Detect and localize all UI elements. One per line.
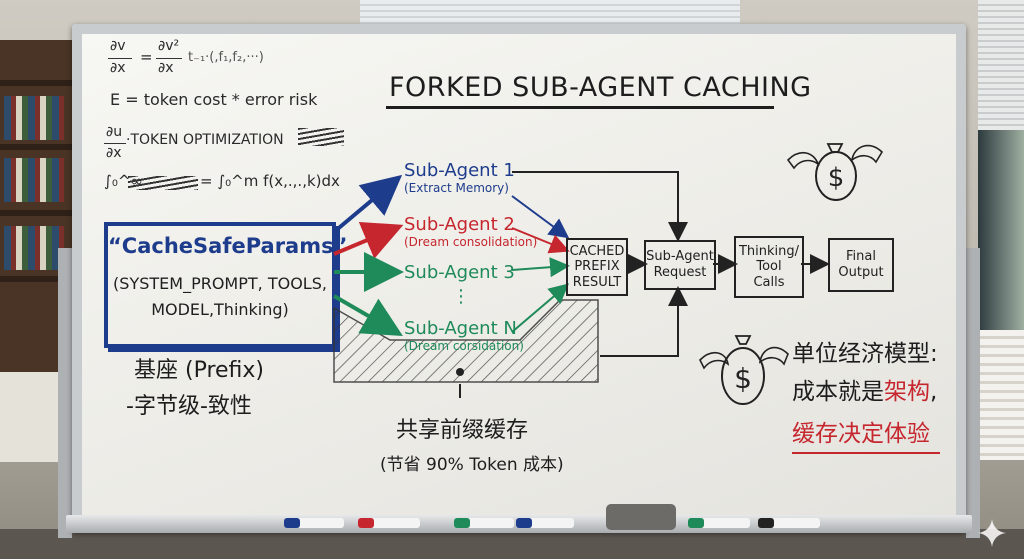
cached-line3: RESULT [572,274,622,290]
request-line2: Request [653,265,707,280]
sub-agent-1-desc: (Extract Memory) [404,181,509,195]
unit-econ-line3: 缓存决定体验 [792,421,930,447]
whiteboard-surface [82,34,956,520]
scribble-mark [298,128,344,146]
sub-agent-n-desc: (Dream corsidation) [404,339,524,353]
thinking-line3: Calls [753,274,785,290]
final-line1: Final [846,249,876,265]
whiteboard-eraser[interactable] [606,504,676,530]
formula-1-right-den: ∂x [158,60,174,76]
formula-4-mid: = ∫₀^m f(x,.,.,k)dx [200,172,340,190]
unit-econ-line2-c: , [930,379,938,405]
dollar-sign: $ [734,362,752,395]
paper-stack [978,330,1024,460]
floor [0,529,1024,559]
formula-3-tail: ·TOKEN OPTIMIZATION [126,132,284,148]
agents-ellipsis: ⋮ [452,286,470,307]
fraction-bar [108,58,132,59]
stand-leg-right [966,248,980,538]
sub-agent-2-name: Sub-Agent 2 [404,214,515,235]
sub-agent-3: Sub-Agent 3 [404,262,515,283]
shared-prefix-cache-label: 共享前缀缓存 [396,418,529,443]
sub-agent-1: Sub-Agent 1 (Extract Memory) [404,160,515,195]
cached-prefix-result-node: CACHED PREFIX RESULT [566,238,628,296]
unit-econ-line2: 成本就是架构, [792,372,937,406]
token-savings-label: (节省 90% Token 成本) [380,455,564,475]
marker-green[interactable] [454,518,514,528]
dollar-sign: $ [828,163,845,193]
scribble-mark [128,176,198,190]
formula-1-right-num: ∂v² [158,38,180,54]
marker-red[interactable] [358,518,420,528]
shared-cache-hatch [333,299,599,383]
marker-black[interactable] [758,518,820,528]
unit-econ-line2-b: 架构 [884,379,930,405]
sub-agent-3-name: Sub-Agent 3 [404,262,515,283]
red-underline [792,452,940,454]
cached-line2: PREFIX [574,259,620,275]
marker-blue-2[interactable] [516,518,574,528]
cache-safe-params-box: “CacheSafeParams” (SYSTEM_PROMPT, TOOLS,… [104,222,348,348]
title-underline [386,106,774,109]
formula-2: E = token cost * error risk [110,90,318,109]
cache-safe-params-title: “CacheSafeParams” [108,234,348,258]
flying-money-bag-icon: $ [786,143,884,201]
sub-agent-2: Sub-Agent 2 (Dream consolidation) [404,214,537,249]
marker-green-2[interactable] [688,518,750,528]
stand-leg-left [58,248,72,538]
formula-1-left-den: ∂x [110,60,126,76]
sub-agent-n: Sub-Agent N (Dream corsidation) [404,318,524,353]
sparkle-icon [978,519,1006,547]
sub-agent-n-name: Sub-Agent N [404,318,517,339]
cache-safe-params-line2: MODEL,Thinking) [151,300,289,319]
flying-money-bag-icon: $ [699,335,789,405]
unit-econ-line2-a: 成本就是 [792,379,884,405]
formula-3-den: ∂x [106,145,122,161]
formula-1-left-num: ∂v [110,38,126,54]
final-line2: Output [838,265,884,280]
thinking-tool-calls-node: Thinking/ Tool Calls [734,236,804,298]
request-line1: Sub-Agent [646,249,714,265]
formula-1-eq: = [140,48,153,66]
formula-1-tail: t₋₁·(,f₁,f₂,···) [188,50,264,65]
diagram-title: FORKED SUB-AGENT CACHING [389,72,812,103]
fraction-bar [156,58,182,59]
sub-agent-request-node: Sub-Agent Request [644,240,716,290]
byte-consistency-label: -字节级-致性 [126,394,252,419]
marker-blue[interactable] [284,518,344,528]
fraction-bar [104,143,126,144]
thinking-line2: Tool [756,259,782,275]
final-output-node: Final Output [828,238,894,292]
formula-3-num: ∂u [106,124,123,140]
cache-safe-params-line1: (SYSTEM_PROMPT, TOOLS, [113,274,327,293]
unit-econ-line1: 单位经济模型: [792,341,938,367]
sub-agent-2-desc: (Dream consolidation) [404,235,538,249]
cached-line1: CACHED [569,243,625,259]
sub-agent-1-name: Sub-Agent 1 [404,160,515,181]
base-prefix-label: 基座 (Prefix) [134,358,265,383]
thinking-line1: Thinking/ [738,243,800,259]
window-blinds [360,0,740,24]
